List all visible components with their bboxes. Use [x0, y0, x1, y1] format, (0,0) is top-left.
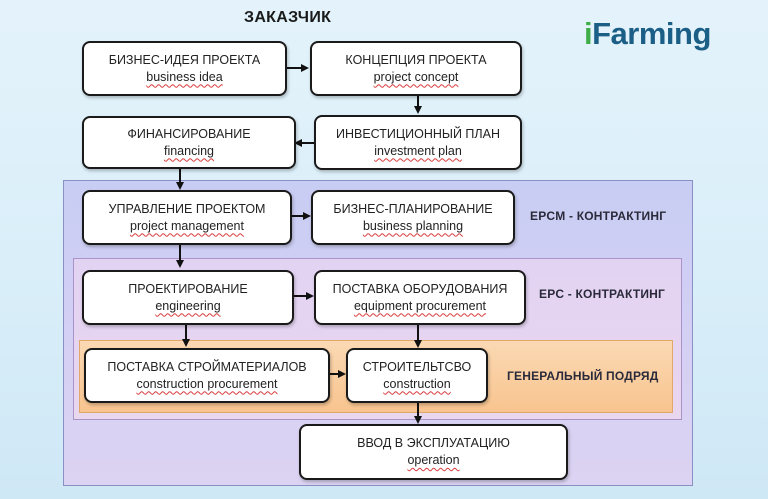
step-project-concept: КОНЦЕПЦИЯ ПРОЕКТА project concept — [310, 41, 522, 96]
step-project-management: УПРАВЛЕНИЕ ПРОЕКТОМ project management — [82, 190, 292, 245]
step-investment-plan-en: investment plan — [374, 143, 462, 158]
step-business-planning: БИЗНЕС-ПЛАНИРОВАНИЕ business planning — [311, 190, 515, 245]
step-business-idea: БИЗНЕС-ИДЕЯ ПРОЕКТА business idea — [82, 41, 287, 96]
step-business-idea-ru: БИЗНЕС-ИДЕЯ ПРОЕКТА — [108, 52, 261, 67]
step-financing-en: financing — [163, 143, 215, 158]
step-project-management-ru: УПРАВЛЕНИЕ ПРОЕКТОМ — [108, 201, 266, 216]
step-engineering-ru: ПРОЕКТИРОВАНИЕ — [128, 281, 248, 296]
logo-wordmark: Farming — [592, 16, 711, 51]
step-business-idea-en: business idea — [146, 69, 223, 84]
step-engineering: ПРОЕКТИРОВАНИЕ engineering — [82, 270, 294, 325]
step-engineering-en: engineering — [155, 298, 221, 313]
general-contract-zone-label: ГЕНЕРАЛЬНЫЙ ПОДРЯД — [507, 369, 659, 383]
step-financing: ФИНАНСИРОВАНИЕ financing — [82, 116, 296, 169]
step-project-management-en: project management — [130, 218, 244, 233]
ifarming-logo: iFarming — [584, 16, 711, 52]
step-equipment-procurement: ПОСТАВКА ОБОРУДОВАНИЯ equipment procurem… — [314, 270, 526, 325]
step-operation-en: operation — [407, 453, 460, 467]
step-construction-ru: СТРОИТЕЛЬТСВО — [362, 359, 472, 374]
epcm-zone-label: EPCM - КОНТРАКТИНГ — [530, 209, 667, 223]
step-construction-en: construction — [383, 376, 451, 391]
step-operation: ВВОД В ЭКСПЛУАТАЦИЮ operation — [299, 424, 568, 480]
step-financing-ru: ФИНАНСИРОВАНИЕ — [127, 126, 251, 141]
step-construction-procurement: ПОСТАВКА СТРОЙМАТЕРИАЛОВ construction pr… — [84, 348, 330, 403]
step-equipment-procurement-en: equipment procurement — [353, 298, 487, 313]
epc-zone-label: EPC - КОНТРАКТИНГ — [539, 287, 666, 301]
step-business-planning-ru: БИЗНЕС-ПЛАНИРОВАНИЕ — [333, 201, 493, 216]
step-project-concept-en: project concept — [373, 69, 459, 84]
step-business-planning-en: business planning — [362, 218, 464, 233]
step-construction: СТРОИТЕЛЬТСВО construction — [346, 348, 488, 403]
step-operation-ru: ВВОД В ЭКСПЛУАТАЦИЮ — [357, 436, 510, 450]
step-investment-plan-ru: ИНВЕСТИЦИОННЫЙ ПЛАН — [335, 126, 500, 141]
diagram-title: ЗАКАЗЧИК — [244, 9, 332, 26]
step-construction-procurement-ru: ПОСТАВКА СТРОЙМАТЕРИАЛОВ — [107, 359, 307, 374]
step-equipment-procurement-ru: ПОСТАВКА ОБОРУДОВАНИЯ — [332, 281, 508, 296]
logo-prefix: i — [584, 16, 593, 51]
step-investment-plan: ИНВЕСТИЦИОННЫЙ ПЛАН investment plan — [314, 115, 522, 170]
step-project-concept-ru: КОНЦЕПЦИЯ ПРОЕКТА — [345, 52, 487, 67]
step-construction-procurement-en: construction procurement — [136, 376, 278, 391]
